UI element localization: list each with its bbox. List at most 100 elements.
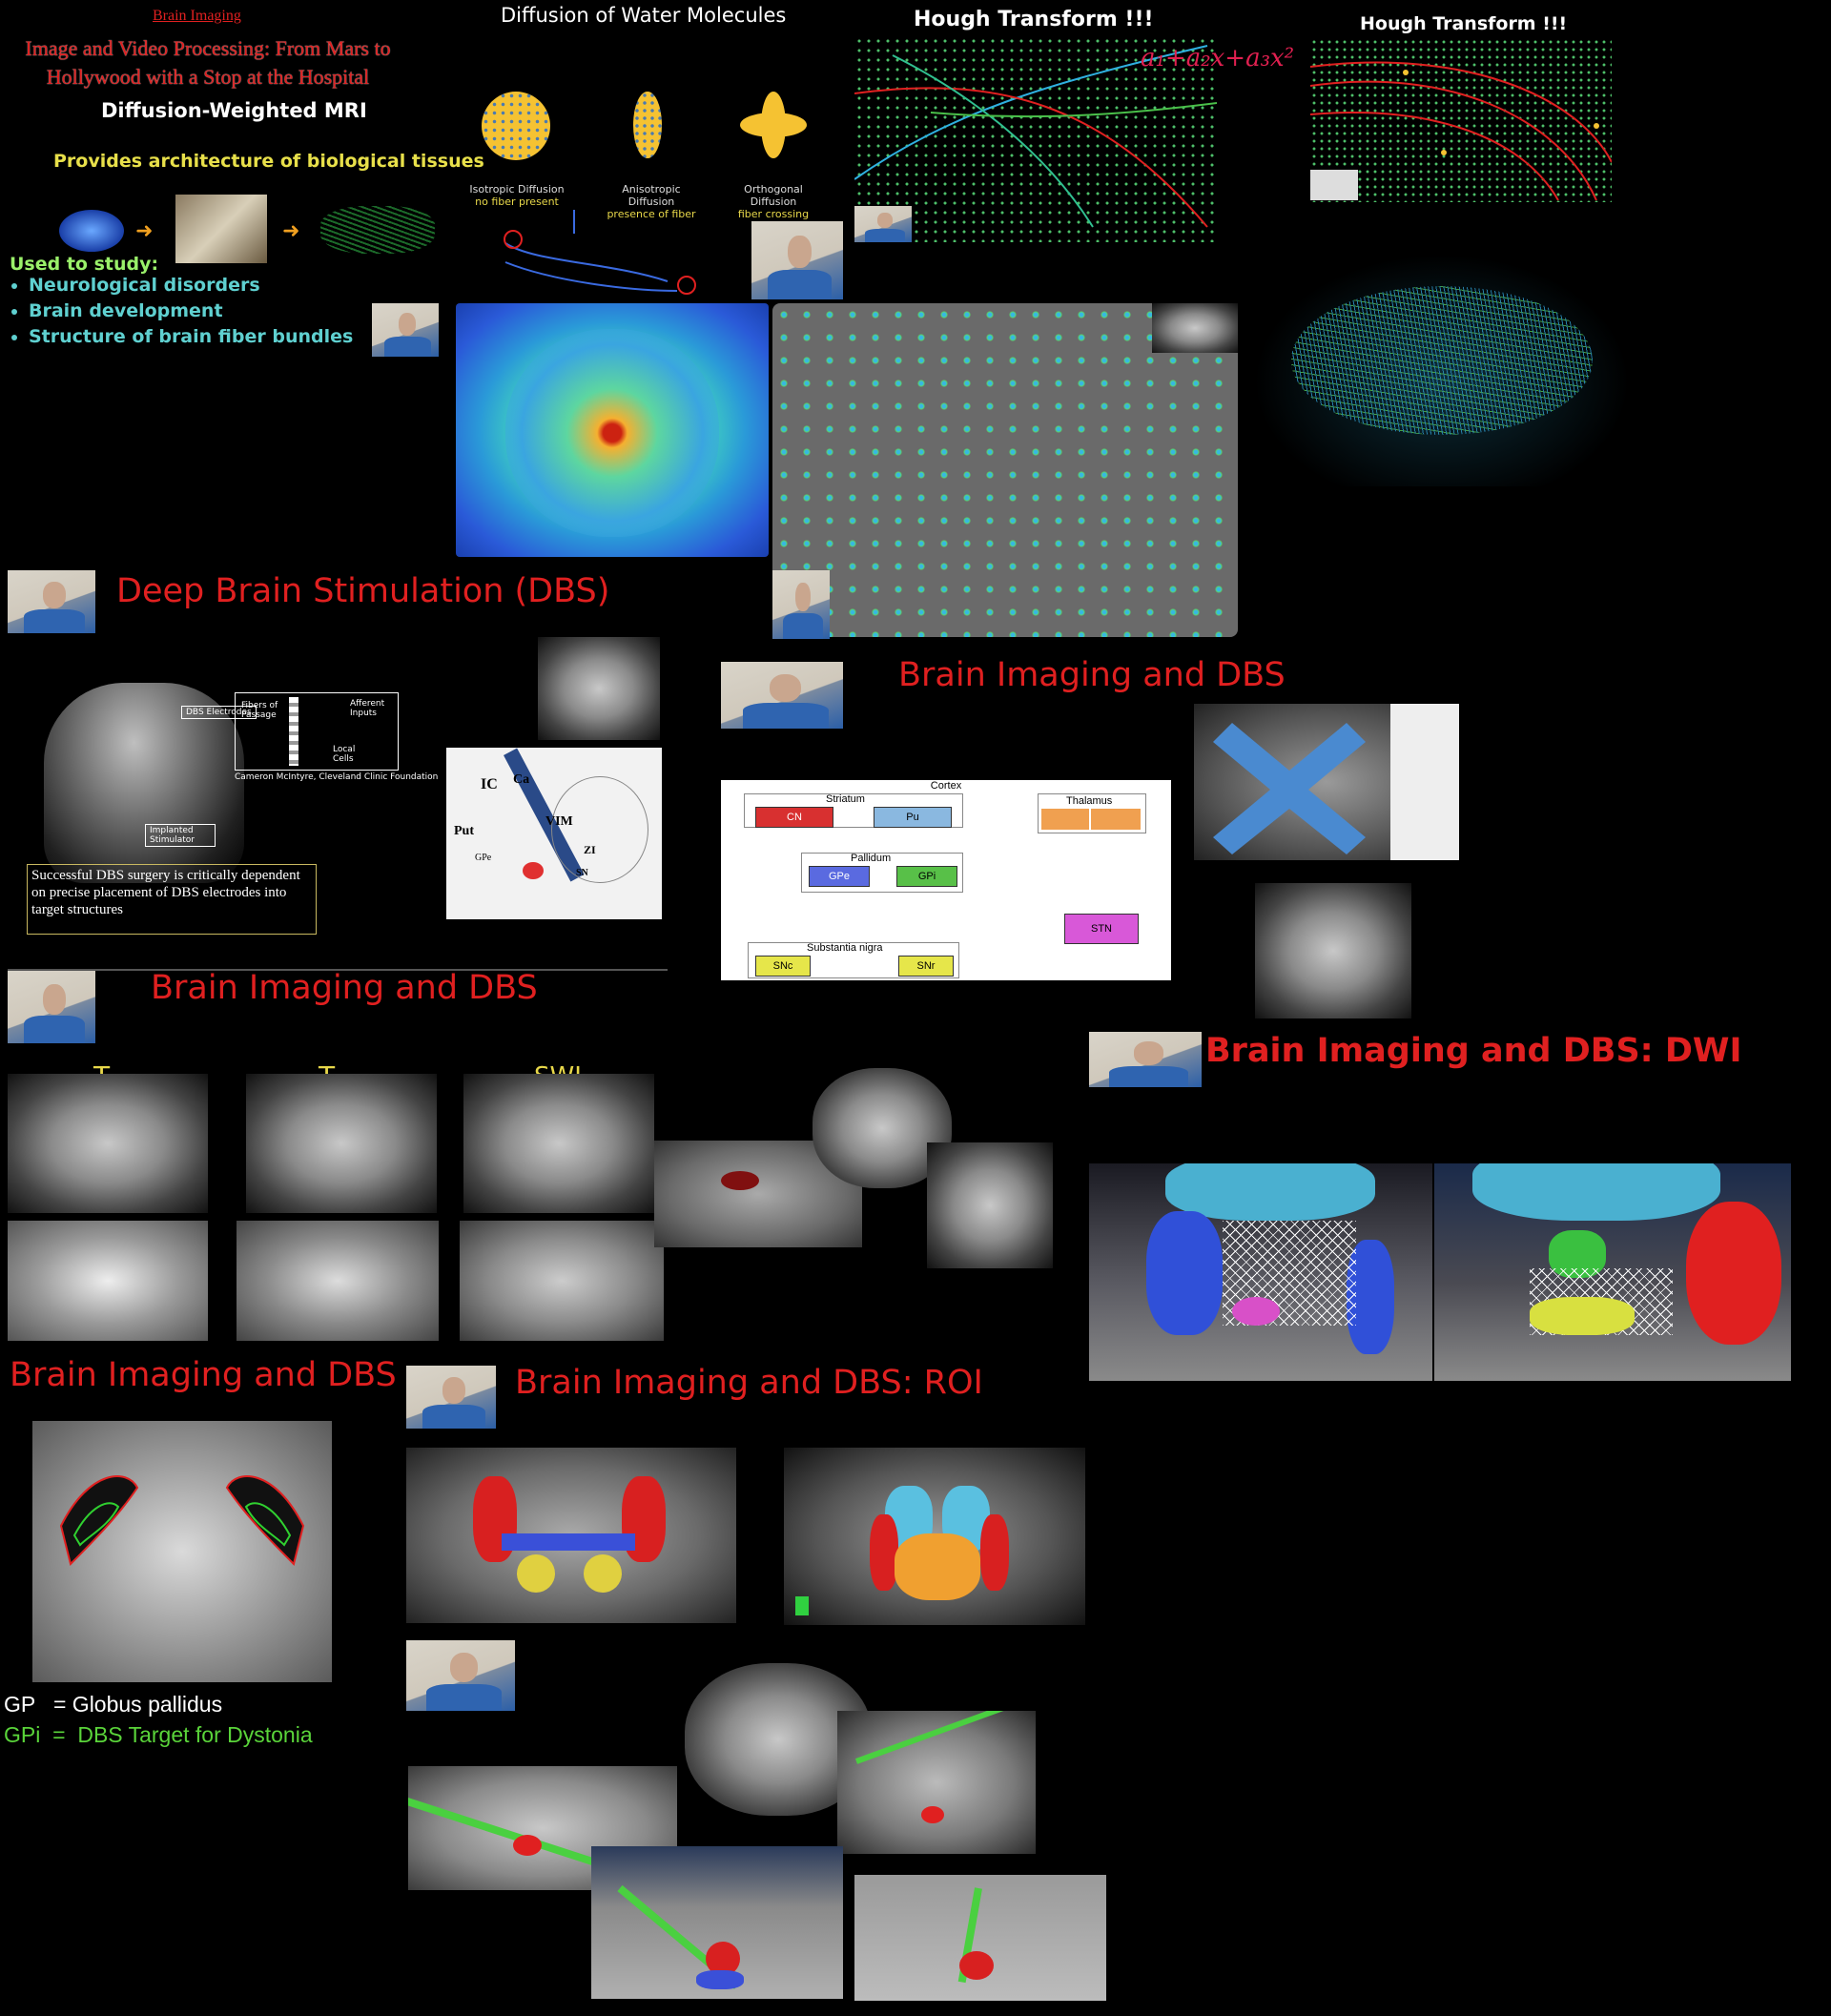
anat-ca: Ca [513,772,530,787]
presenter-thumbnail [8,570,95,633]
credit-text: Cameron McIntyre, Cleveland Clinic Found… [235,772,439,782]
anat-gpe: GPe [475,853,492,863]
dbs-anatomy-diagram: IC Ca VIM Put GPe ZI SN [446,748,662,919]
presenter-thumbnail [406,1640,515,1711]
gpi-definition: GPi = DBS Target for Dystonia [4,1722,313,1747]
anat-sn: SN [576,868,588,878]
mri-sagittal-image [538,637,660,740]
roi-title: Brain Imaging and DBS: ROI [515,1364,983,1402]
presenter-thumbnail [1089,1032,1202,1087]
dwi-3d-render-left [1089,1163,1432,1381]
gp-definition: GP = Globus pallidus [4,1692,223,1717]
fiber-tractography-image [1253,254,1631,486]
used-to-study: Used to study: [10,254,159,275]
node-cn: CN [755,807,833,828]
mri-gp-outline-small [1255,883,1411,1018]
dwi-subtitle: Diffusion-Weighted MRI [101,99,367,122]
label-line: Orthogonal Diffusion [744,183,803,208]
hough-plot-2 [1310,38,1612,202]
water-title: Diffusion of Water Molecules [501,4,787,27]
list-item: Brain development [29,298,353,324]
basal-ganglia-diagram: Cortex Striatum CN Pu Thalamus Pallidum … [721,780,1171,980]
roi-3d-render [784,1448,1085,1625]
isotropic-diffusion-icon [482,92,550,160]
dbs-circuit-title: Brain Imaging and DBS [898,656,1286,694]
mri-t2-axial [246,1074,437,1213]
mri-cross-annotated [1194,704,1459,860]
mri-t1-zoom [8,1221,208,1341]
node-pu: Pu [874,807,952,828]
label-line: Isotropic Diffusion [469,183,565,195]
hough-plot [854,36,1217,242]
mri-scanner-image [175,195,267,263]
node-snc: SNc [755,956,811,977]
fibers-label: Fibers of Passage [241,701,278,720]
label-line: presence of fiber [607,208,696,220]
node-gpe: GPe [809,866,870,887]
mri-swi-axial [463,1074,654,1213]
divider [8,969,668,971]
presenter-thumbnail [406,1366,496,1429]
hough-curves-2 [1310,61,1612,201]
thalamus-label: Thalamus [1066,795,1113,807]
presenter-thumbnail [8,971,95,1043]
label-line: fiber crossing [737,208,810,220]
arrow-icon: ➜ [135,219,154,243]
course-title: Image and Video Processing: From Mars to… [0,34,416,92]
presenter-thumbnail [1310,170,1358,200]
mri-swi-zoom [460,1221,664,1341]
anat-put: Put [454,824,474,838]
list-item: Neurological disorders [29,273,353,298]
arrow-icon-2: ➜ [282,219,300,243]
label-line: Anisotropic Diffusion [622,183,681,208]
hough-curves [854,45,1217,228]
dbs-head-illustration [44,683,244,883]
label-orthogonal: Orthogonal Diffusion fiber crossing [721,183,826,220]
hough-title-2: Hough Transform !!! [1360,13,1568,34]
x-cross-icon [1213,723,1366,854]
study-list: Neurological disorders Brain development… [10,273,353,350]
dwi-3d-render-right [1434,1163,1791,1381]
node-gpi: GPi [896,866,957,887]
cortex-label: Cortex [930,780,962,792]
diffusion-map-image [456,303,769,557]
list-item: Structure of brain fiber bundles [29,324,353,350]
inset-brain-image [1152,303,1238,353]
pallidum-label: Pallidum [851,853,892,864]
dbs-caption: Successful DBS surgery is critically dep… [27,864,317,935]
fiber-tract-image [320,206,435,254]
afferent-label: Afferent Inputs [350,699,385,718]
presenter-thumbnail [772,570,830,639]
electrode-coronal-2 [837,1711,1036,1854]
implanted-label: Implanted Stimulator [145,824,216,847]
electrode-3d-1 [591,1846,843,1999]
gp-title: Brain Imaging and DBS [10,1356,397,1394]
brain-icon [59,210,124,252]
anat-zi: ZI [584,843,596,856]
label-anisotropic: Anisotropic Diffusion presence of fiber [599,183,704,220]
dwi-title: Brain Imaging and DBS: DWI [1205,1032,1742,1070]
dbs-electrodes-label: DBS Electrodes [181,706,257,719]
electrode-3d-2 [854,1875,1106,2001]
provides-text: Provides architecture of biological tiss… [53,151,484,172]
node-snr: SNr [898,956,954,977]
roi-coronal-image [406,1448,736,1623]
hough-title: Hough Transform !!! [914,8,1154,31]
local-cells-label: Local Cells [333,745,356,764]
anisotropic-diffusion-icon [633,92,662,158]
orthogonal-diffusion-icon [740,92,807,158]
small-title: Brain Imaging [153,8,241,24]
presenter-thumbnail [854,206,912,242]
gp-outline-overlay [59,1475,305,1566]
presenter-thumbnail [721,662,843,729]
node-stn: STN [1064,914,1139,944]
annotation-sketch [504,210,696,295]
sequences-title: Brain Imaging and DBS [151,969,538,1007]
electrode-icon [289,697,298,766]
course-title-line1: Image and Video Processing: From Mars to [25,36,391,60]
dbs-inset-diagram: Fibers of Passage Afferent Inputs Local … [235,692,399,771]
mri-t1-axial [8,1074,208,1213]
anat-ic: IC [481,776,498,792]
tensor-glyph-image [772,303,1238,637]
hough-formula: a₁+a₂x+a₃x² [1141,44,1295,72]
